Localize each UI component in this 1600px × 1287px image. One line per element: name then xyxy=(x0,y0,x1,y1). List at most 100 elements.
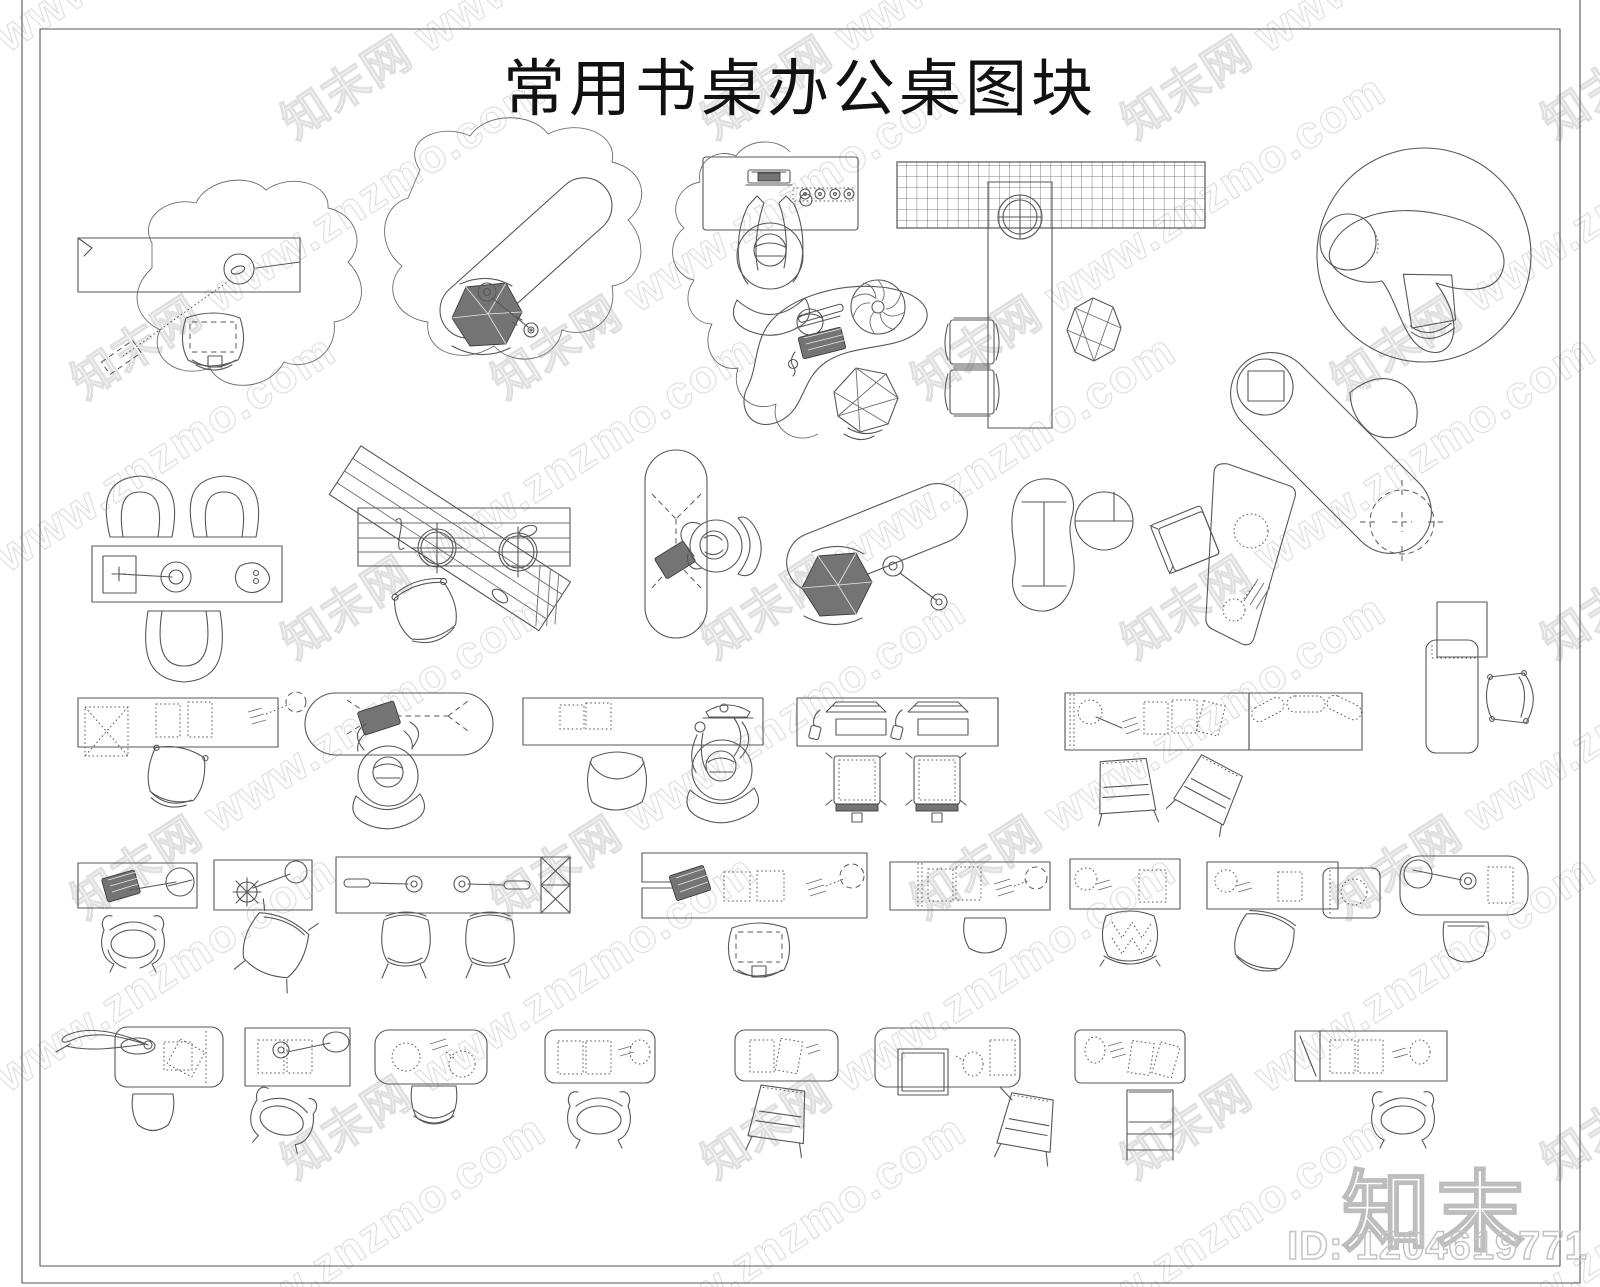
wing-chair-c xyxy=(567,1091,631,1149)
desk-crossed-planks xyxy=(328,445,572,644)
folding-chair-b xyxy=(1165,754,1243,838)
znzmo-logo: 知末 xyxy=(1341,1162,1530,1263)
desk-cross-lamp xyxy=(213,859,319,994)
desk-keyboard-person xyxy=(522,697,764,824)
chair-square-tilted xyxy=(1149,505,1220,575)
person-side-view xyxy=(654,516,762,579)
person-top-view-3 xyxy=(686,717,760,824)
desk-folding-chair-a xyxy=(734,1029,839,1158)
monitor-disc xyxy=(1236,358,1294,416)
d-chair-right xyxy=(1485,670,1534,724)
crosshair-icon xyxy=(1360,480,1446,564)
desk-stadium-on-cloud-rug xyxy=(384,117,643,360)
folding-chair-c xyxy=(745,1084,806,1158)
grain-8 xyxy=(395,518,405,550)
round-stool xyxy=(1402,273,1457,339)
armchair-top-left xyxy=(105,475,176,538)
monitor-icon-a xyxy=(808,701,887,741)
u-chair-2 xyxy=(131,1093,175,1132)
sheet-title: 常用书桌办公桌图块 xyxy=(502,56,1097,124)
desk-round-boomerang xyxy=(1316,147,1532,363)
chair-square-b xyxy=(944,367,1000,417)
task-chair-a xyxy=(825,752,887,823)
armchair-bottom xyxy=(145,610,223,683)
chair-tilted-3 xyxy=(233,898,319,994)
desk-with-seated-person xyxy=(672,141,859,439)
desk-lamp-base xyxy=(477,282,497,302)
chair-double-rim xyxy=(410,1085,458,1125)
desk-capsule-person xyxy=(644,449,762,639)
sheet-border xyxy=(21,0,1581,1284)
desk-trapezoid-tilted xyxy=(1149,463,1296,646)
lamp-arm xyxy=(491,297,529,328)
mouse-cable xyxy=(790,351,796,377)
monitor-icon-b xyxy=(890,701,969,741)
desk-dotted-storage xyxy=(77,691,307,808)
wing-chair-d xyxy=(1371,1091,1435,1149)
desk-two-monitors xyxy=(796,697,999,823)
quill-icon xyxy=(61,1029,149,1046)
boomerang-desk-top xyxy=(1328,210,1505,353)
desk-side-table xyxy=(1206,861,1381,972)
desk-lounge-dotted xyxy=(1074,1029,1186,1161)
task-chair-b xyxy=(905,752,967,823)
chair-square-dashed xyxy=(181,312,245,371)
desk-easel xyxy=(874,1027,1054,1167)
keyboard-arc-icon xyxy=(702,703,754,719)
chair-square-a xyxy=(944,317,1000,367)
mesh-task-chair xyxy=(1099,910,1161,967)
desk-kidney xyxy=(743,279,928,441)
armchair-top-right xyxy=(189,475,260,538)
d-chair-down xyxy=(963,917,1007,954)
wing-chair-b xyxy=(250,1086,318,1154)
desk-quill xyxy=(55,1026,224,1132)
u-chair xyxy=(1442,921,1490,963)
faceted-plant xyxy=(1066,297,1122,362)
desk-double-lamp xyxy=(335,856,571,979)
desk-tall-with-square xyxy=(1425,601,1534,754)
desk-t-shape-grid xyxy=(896,161,1206,429)
chair-square-dashed-2 xyxy=(727,922,791,978)
roll-lamp-icon xyxy=(795,303,844,336)
person-top-view-2 xyxy=(352,700,426,830)
desk-swing-arm xyxy=(244,1027,351,1154)
chair-tilted-4 xyxy=(1234,910,1296,972)
shell-chair-b xyxy=(465,911,515,979)
desk-diagonal-capsule xyxy=(1230,352,1446,564)
faceted-stool xyxy=(833,367,899,441)
desk-rounded-lamp xyxy=(1399,855,1529,963)
chair-faceted-dark xyxy=(451,277,523,356)
desk-laptop-lamp xyxy=(77,862,198,973)
desk-dotted-lamp-a xyxy=(889,861,1051,954)
folding-chair-a xyxy=(1098,757,1160,827)
desk-dotted-circles xyxy=(374,1029,488,1125)
desk-long-lounge xyxy=(1064,692,1363,838)
chair-tilted-2 xyxy=(147,744,209,808)
desk-dotted-lamp-b xyxy=(1069,858,1181,967)
d-chair xyxy=(1349,378,1418,439)
desk-notch-laptop xyxy=(641,852,868,978)
laptop-icon xyxy=(745,169,793,186)
controller-blob xyxy=(234,562,271,594)
round-side-table xyxy=(1074,491,1134,551)
shell-chair-a xyxy=(381,911,431,979)
chair-tilted xyxy=(391,577,457,644)
lamp-reach-line xyxy=(122,279,231,357)
desk-diagonal-line xyxy=(1294,1030,1448,1149)
desk-three-chairs xyxy=(91,475,283,683)
fan-icon xyxy=(850,279,906,335)
desk-oval-tilted xyxy=(786,483,968,626)
dotted-tray-icon xyxy=(792,187,855,202)
chair-faceted-dark-2 xyxy=(801,545,873,626)
wing-chair-a xyxy=(101,915,165,973)
chair-round xyxy=(586,751,648,811)
keyboard-icon xyxy=(797,326,847,360)
desk-peanut-ibeam xyxy=(1011,478,1134,612)
high-back-chair xyxy=(1126,1089,1174,1161)
document-id: ID: 1204619771 xyxy=(1286,1223,1588,1269)
desk-stadium-person xyxy=(304,692,494,830)
desk-rect-with-cloud-rug xyxy=(77,179,362,386)
desk-dotted-squares xyxy=(544,1029,656,1149)
